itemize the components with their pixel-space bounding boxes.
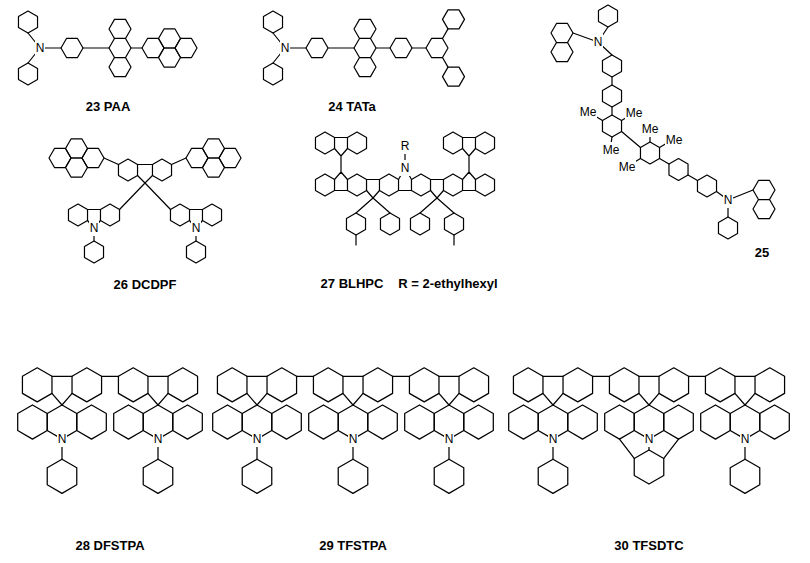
compound-label: R = 2-ethylhexyl — [398, 276, 497, 291]
atom-label: N — [280, 40, 291, 56]
atom-label: Me — [625, 105, 644, 121]
atom-label: N — [153, 431, 164, 447]
compound-label: 29 TFSTPA — [319, 538, 387, 553]
structure-lines — [18, 5, 790, 493]
atom-label: N — [644, 431, 655, 447]
compound-label: 23 PAA — [86, 99, 131, 114]
atom-label: N — [252, 431, 263, 447]
compound-label: 28 DFSTPA — [75, 538, 144, 553]
atom-label: Me — [641, 121, 660, 137]
atom-label: N — [740, 431, 751, 447]
compound-label: 26 DCDPF — [114, 277, 177, 292]
compound-label: 27 BLHPC — [321, 276, 384, 291]
compound-label: 25 — [755, 245, 769, 260]
compound-label: 24 TATa — [328, 99, 376, 114]
atom-label: Me — [665, 132, 684, 148]
atom-label: N — [35, 40, 46, 56]
atom-label: Me — [618, 159, 637, 175]
atom-label: N — [400, 160, 411, 176]
atom-label: N — [444, 431, 455, 447]
atom-label: N — [348, 431, 359, 447]
atom-label: N — [89, 220, 100, 236]
atom-label: N — [191, 220, 202, 236]
atom-label: N — [548, 431, 559, 447]
atom-label: N — [593, 34, 604, 50]
atom-label: R — [400, 138, 411, 154]
compound-label: 30 TFSDTC — [614, 538, 683, 553]
atom-label: Me — [579, 104, 598, 120]
atom-label: N — [57, 431, 68, 447]
atom-label: Me — [602, 142, 621, 158]
atom-label: N — [723, 192, 734, 208]
